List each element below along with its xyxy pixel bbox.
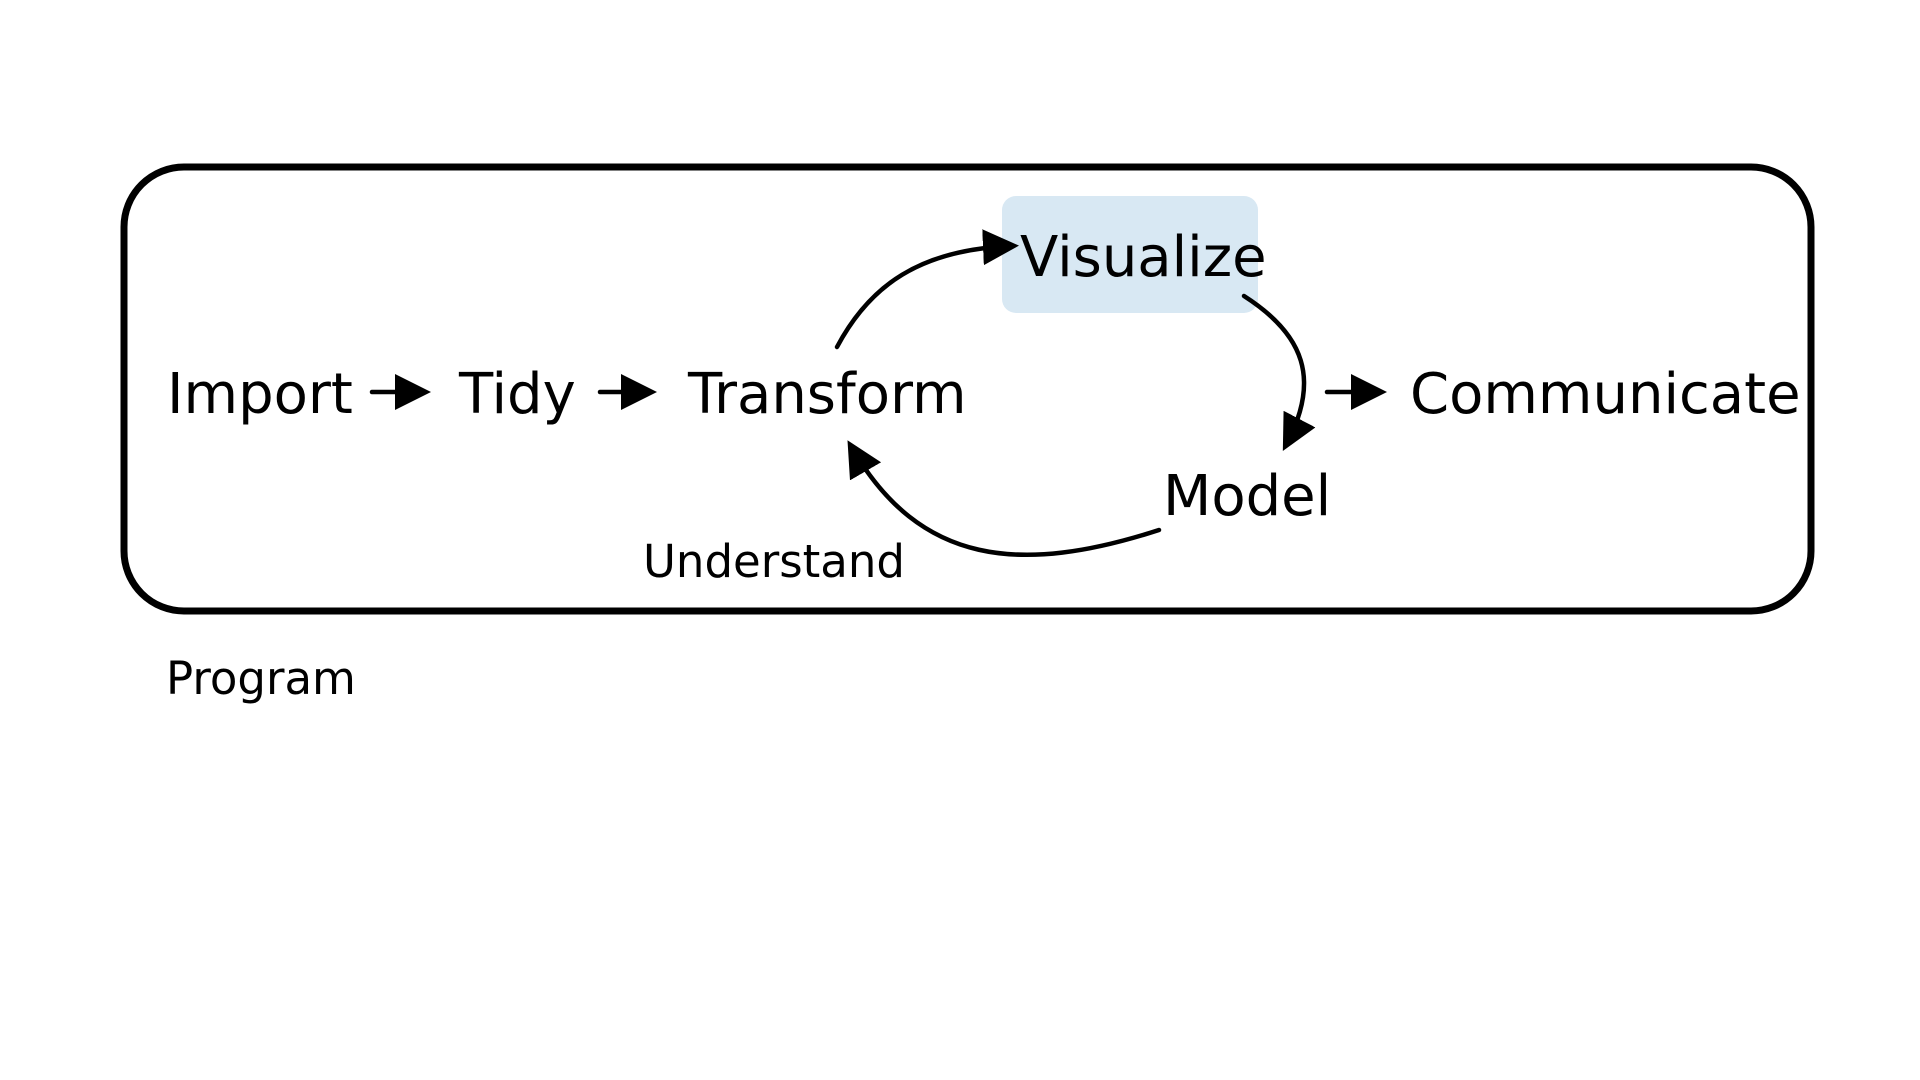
node-communicate: Communicate <box>1410 362 1801 427</box>
node-tidy: Tidy <box>458 362 576 427</box>
label-program: Program <box>166 652 356 705</box>
node-model: Model <box>1163 464 1331 529</box>
arrow-model-to-transform <box>847 440 1162 558</box>
node-import: Import <box>167 362 353 427</box>
arrow-transform-to-visualize <box>834 229 1019 350</box>
label-understand: Understand <box>643 535 905 588</box>
arrow-visualize-to-model <box>1241 293 1316 451</box>
visualize-highlight <box>1002 196 1258 313</box>
program-frame <box>120 163 1815 615</box>
node-visualize: Visualize <box>1020 225 1267 290</box>
node-transform: Transform <box>687 362 967 427</box>
